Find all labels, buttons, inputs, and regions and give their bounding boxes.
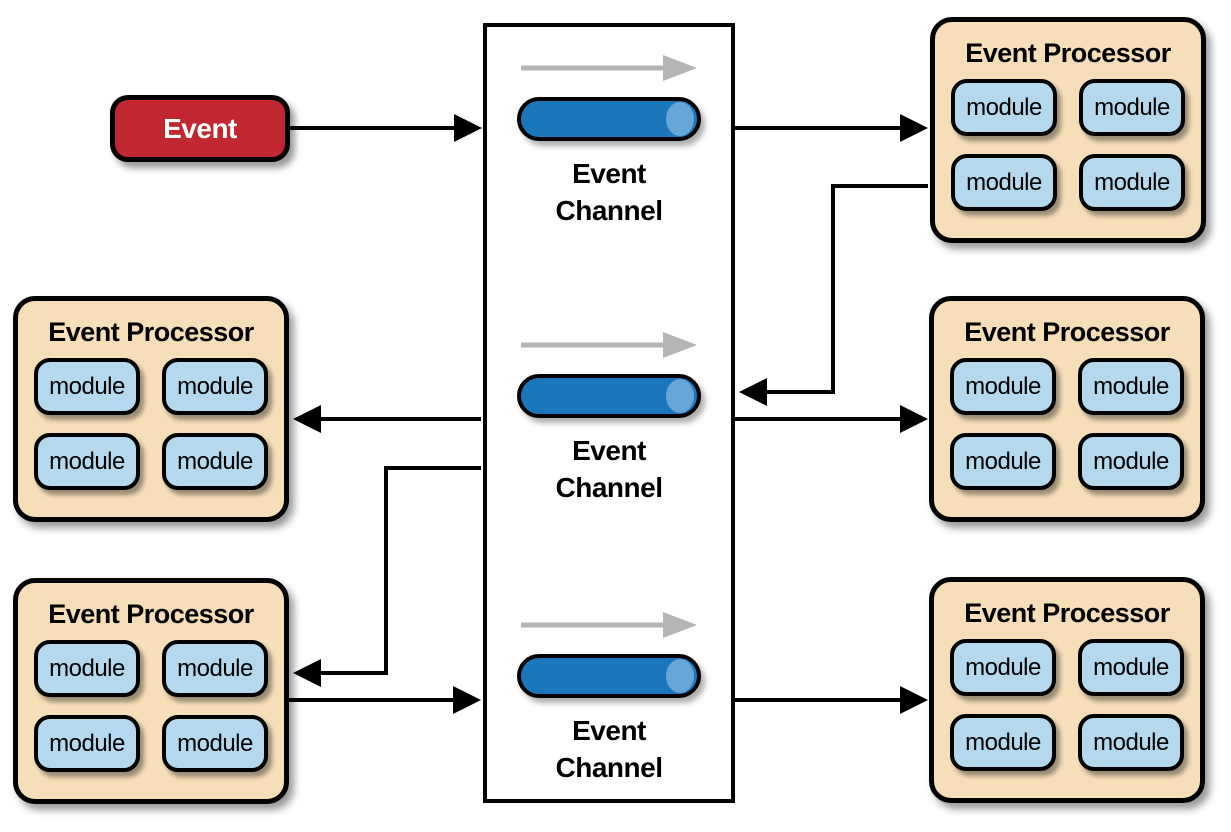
event-processor-top-right: Event Processor module module module mod… (930, 17, 1206, 243)
module-node: module (1078, 433, 1184, 490)
channel-label-line2: Channel (555, 195, 663, 226)
event-node: Event (110, 95, 290, 162)
module-node: module (1079, 154, 1185, 211)
flow-direction-arrow-icon (521, 332, 697, 358)
arrowhead-icon (293, 405, 321, 433)
connector-channel-3-to-processor-bottom-right (735, 686, 928, 714)
arrowhead-icon (900, 405, 928, 433)
processor-title: Event Processor (964, 317, 1170, 347)
arrowhead-icon (453, 686, 481, 714)
module-node: module (34, 358, 140, 415)
connector-channel-1-to-processor-top-right (735, 114, 928, 142)
channel-label-line1: Event (572, 158, 646, 189)
connector-channel-2-to-processor-bottom-left (293, 466, 481, 687)
event-channel-container: Event Channel Event Channel (483, 23, 735, 803)
cylinder-cap-icon (666, 102, 694, 136)
module-node: module (162, 433, 268, 490)
module-grid: module module module module (18, 640, 284, 772)
connector-line (319, 466, 481, 675)
processor-title: Event Processor (964, 598, 1170, 628)
channel-label: Event Channel (487, 432, 731, 506)
event-channel-3: Event Channel (487, 610, 731, 786)
channel-label: Event Channel (487, 155, 731, 229)
cylinder-cap-icon (666, 659, 694, 693)
processor-title: Event Processor (48, 599, 254, 629)
channel-cylinder-icon (517, 654, 701, 698)
event-processor-middle-left: Event Processor module module module mod… (13, 296, 289, 522)
module-node: module (1078, 358, 1184, 415)
channel-label-line2: Channel (555, 472, 663, 503)
cylinder-cap-icon (666, 379, 694, 413)
module-node: module (1079, 79, 1185, 136)
arrowhead-icon (293, 659, 321, 687)
module-grid: module module module module (18, 358, 284, 490)
channel-label-line1: Event (572, 435, 646, 466)
connector-processor-bottom-left-to-channel-3 (289, 686, 481, 714)
module-node: module (34, 715, 140, 772)
module-node: module (951, 79, 1057, 136)
module-node: module (162, 640, 268, 697)
module-node: module (1078, 714, 1184, 771)
arrowhead-icon (900, 686, 928, 714)
event-processor-middle-right: Event Processor module module module mod… (929, 296, 1205, 522)
event-label: Event (163, 112, 237, 144)
module-node: module (950, 358, 1056, 415)
module-grid: module module module module (934, 639, 1200, 771)
flow-direction-arrow-icon (521, 55, 697, 81)
event-processor-bottom-left: Event Processor module module module mod… (13, 578, 289, 804)
module-node: module (162, 715, 268, 772)
event-processor-bottom-right: Event Processor module module module mod… (929, 577, 1205, 803)
processor-title: Event Processor (965, 38, 1171, 68)
arrowhead-icon (454, 114, 482, 142)
channel-cylinder-icon (517, 97, 701, 141)
module-node: module (1078, 639, 1184, 696)
connector-event-to-channel-1 (289, 114, 482, 142)
connector-channel-2-to-processor-middle-right (735, 405, 928, 433)
module-node: module (951, 154, 1057, 211)
arrowhead-icon (739, 378, 767, 406)
channel-label-line1: Event (572, 715, 646, 746)
module-grid: module module module module (934, 358, 1200, 490)
event-channel-2: Event Channel (487, 330, 731, 506)
channel-cylinder-icon (517, 374, 701, 418)
channel-label: Event Channel (487, 712, 731, 786)
connector-channel-2-to-processor-middle-left (293, 405, 481, 433)
module-node: module (34, 640, 140, 697)
connector-line (765, 184, 928, 394)
module-grid: module module module module (935, 79, 1201, 211)
arrowhead-icon (900, 114, 928, 142)
event-channel-1: Event Channel (487, 53, 731, 229)
module-node: module (950, 639, 1056, 696)
connector-processor-top-right-to-channel-2 (739, 184, 928, 406)
processor-title: Event Processor (48, 317, 254, 347)
module-node: module (950, 433, 1056, 490)
module-node: module (34, 433, 140, 490)
flow-direction-arrow-icon (521, 612, 697, 638)
channel-label-line2: Channel (555, 752, 663, 783)
module-node: module (950, 714, 1056, 771)
module-node: module (162, 358, 268, 415)
